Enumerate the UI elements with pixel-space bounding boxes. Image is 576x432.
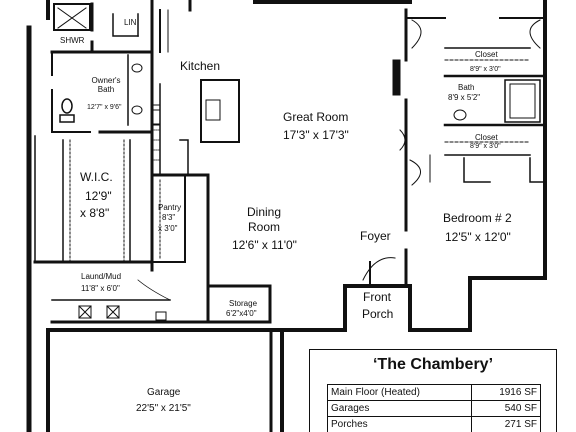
area-value: 271 SF xyxy=(471,416,541,432)
wic-dimensions-2: x 8'8" xyxy=(80,206,110,220)
wic-label: W.I.C. xyxy=(80,170,113,184)
area-value: 1916 SF xyxy=(471,384,541,401)
garage-wall xyxy=(46,328,284,432)
closet-top-label: Closet xyxy=(475,50,498,59)
kitchen-island xyxy=(200,79,240,143)
front-wall xyxy=(280,0,547,332)
area-value: 540 SF xyxy=(471,400,541,417)
storage-walls xyxy=(208,284,272,324)
front-porch-label-2: Porch xyxy=(362,307,394,321)
great-room-dimensions: 17'3" x 17'3" xyxy=(283,128,349,142)
storage-dimensions: 6'2"x4'0" xyxy=(226,309,257,318)
linen-label: LIN xyxy=(124,18,137,27)
dining-label-2: Room xyxy=(248,220,281,234)
front-porch-label: Front xyxy=(363,290,392,304)
area-row: Main Floor (Heated) 1916 SF xyxy=(327,384,541,401)
pantry-dimensions-2: x 3'0" xyxy=(158,224,178,233)
island-sink xyxy=(205,99,221,121)
closet-top-dimensions: 8'9" x 3'0" xyxy=(470,66,501,73)
fireplace xyxy=(392,59,401,96)
storage-label: Storage xyxy=(229,299,258,308)
closet-bottom-dimensions: 8'9" x 3'0" xyxy=(470,143,501,150)
sink-left xyxy=(131,63,143,73)
kitchen-label: Kitchen xyxy=(180,59,221,73)
area-label: Porches xyxy=(327,416,472,432)
bath-dimensions: 8'9 x 5'2" xyxy=(448,93,481,102)
bedroom2-label: Bedroom # 2 xyxy=(443,211,512,225)
area-row: Porches 271 SF xyxy=(327,416,541,432)
area-table: Main Floor (Heated) 1916 SF Garages 540 … xyxy=(327,384,541,432)
garage-label: Garage xyxy=(147,387,181,398)
bathtub xyxy=(504,79,541,123)
closet-door-swing xyxy=(411,19,422,49)
dining-dimensions: 12'6" x 11'0" xyxy=(232,238,297,252)
shower-stall xyxy=(53,3,91,31)
garage-dimensions: 22'5" x 21'5" xyxy=(136,403,191,414)
plan-title: ‘The Chambery’ xyxy=(372,356,494,373)
great-room-label: Great Room xyxy=(283,110,349,124)
foyer-door-swing xyxy=(362,257,396,281)
area-label: Main Floor (Heated) xyxy=(327,384,472,401)
range xyxy=(152,109,161,125)
toilet xyxy=(61,98,73,114)
foyer-label: Foyer xyxy=(360,229,391,243)
shower-label: SHWR xyxy=(60,36,85,45)
owners-bath-dimensions: 12'7" x 9'6" xyxy=(87,104,122,111)
laundry-label: Laund/Mud xyxy=(81,272,122,281)
shower-x xyxy=(57,7,87,29)
linen-closet xyxy=(112,13,139,37)
dining-label: Dining xyxy=(247,205,282,219)
area-row: Garages 540 SF xyxy=(327,400,541,417)
area-label: Garages xyxy=(327,400,472,417)
wic-dimensions-1: 12'9" xyxy=(85,189,112,203)
sink-right xyxy=(131,105,143,115)
closet-bottom-label: Closet xyxy=(475,133,498,142)
pantry-dimensions-1: 8'3" xyxy=(162,213,176,222)
owners-bath-label: Owner's Bath xyxy=(91,76,121,95)
laundry-dimensions: 11'8" x 6'0" xyxy=(81,284,120,293)
bath-label: Bath xyxy=(458,83,475,92)
square-footage-summary: ‘The Chambery’ Main Floor (Heated) 1916 … xyxy=(309,349,557,432)
pantry-label: Pantry xyxy=(158,203,182,212)
bedroom2-dimensions: 12'5" x 12'0" xyxy=(445,230,511,244)
